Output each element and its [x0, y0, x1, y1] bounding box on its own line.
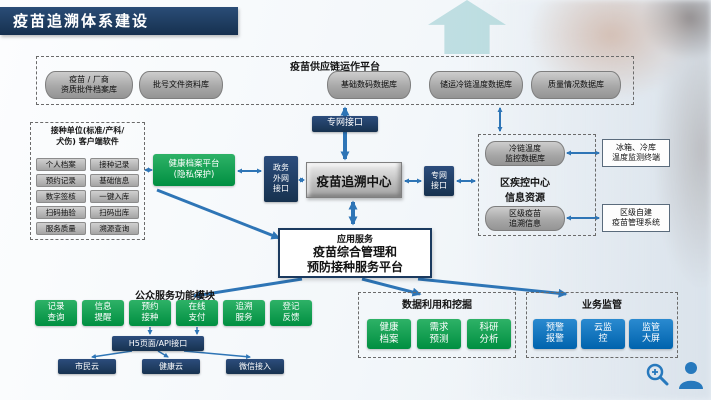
data-mining-group: 数据利用和挖掘 健康 档案 需求 预测 科研 分析 [358, 292, 516, 358]
channel-health-cloud: 健康云 [142, 359, 200, 374]
supervision-module: 监管 大屏 [629, 319, 673, 349]
public-service-module: 预约 接种 [129, 300, 171, 326]
db-cylinder-base-code: 基础数码数据库 [327, 71, 411, 99]
h5-api-interface: H5页面/API接口 [112, 336, 204, 351]
supervision-title: 业务监管 [582, 300, 622, 311]
fridge-temp-terminal: 冰箱、冷库 温度监测终端 [602, 139, 670, 167]
channel-citizen-cloud: 市民云 [58, 359, 116, 374]
supervision-module: 预警 报警 [533, 319, 577, 349]
supervision-module: 云监 控 [581, 319, 625, 349]
client-module: 扫码抽验 [36, 206, 86, 219]
supervision-group: 业务监管 预警 报警 云监 控 监管 大屏 [526, 292, 678, 358]
db-cylinder-batch-files: 批号文件资料库 [139, 71, 223, 99]
public-service-title: 公众服务功能模块 [135, 291, 215, 302]
client-module: 数字签核 [36, 190, 86, 203]
page-title: 疫苗追溯体系建设 [0, 7, 238, 35]
private-network-interface-top: 专网接口 [312, 116, 378, 132]
client-module: 扫码出库 [89, 206, 139, 219]
client-module: 个人档案 [36, 158, 86, 171]
application-service-subtitle: 应用服务 [336, 235, 373, 245]
private-network-interface-right: 专网 接口 [424, 166, 454, 196]
channel-wechat-access: 微信接入 [226, 359, 284, 374]
magnifier-icon [646, 363, 669, 386]
client-module: 溯源查询 [89, 222, 139, 235]
district-self-built-system: 区级自建 疫苗管理系统 [602, 204, 670, 232]
client-module: 接种记录 [89, 158, 139, 171]
vaccination-client-group: 接种单位(标准/产科/ 犬伤) 客户端软件 个人档案 接种记录 预约记录 基础信… [30, 122, 145, 240]
client-module-grid: 个人档案 接种记录 预约记录 基础信息 数字签核 一键入库 扫码抽验 扫码出库 … [36, 158, 139, 235]
data-mining-module: 科研 分析 [467, 319, 511, 349]
data-mining-module: 需求 预测 [417, 319, 461, 349]
district-cdc-title: 区疾控中心 信息资源 [500, 178, 550, 204]
client-module: 服务质量 [36, 222, 86, 235]
db-cylinder-district-trace: 区级疫苗 追溯信息 [485, 206, 565, 231]
client-module: 一键入库 [89, 190, 139, 203]
public-service-module: 追溯 服务 [223, 300, 265, 326]
vaccination-client-title: 接种单位(标准/产科/ 犬伤) 客户端软件 [50, 126, 125, 146]
client-module: 预约记录 [36, 174, 86, 187]
district-cdc-group: 区疾控中心 信息资源 冷链温度 监控数据库 区级疫苗 追溯信息 [478, 134, 596, 236]
application-service-platform: 应用服务 疫苗综合管理和 预防接种服务平台 [278, 228, 432, 278]
health-archive-platform: 健康档案平台 (隐私保护) [153, 154, 235, 186]
db-cylinder-cold-chain-monitor: 冷链温度 监控数据库 [485, 141, 565, 166]
data-mining-title: 数据利用和挖掘 [402, 300, 472, 311]
supply-chain-platform-group: 疫苗供应链运作平台 疫苗 / 厂商 资质批件档案库 批号文件资料库 基础数码数据… [36, 56, 634, 105]
page-title-text: 疫苗追溯体系建设 [13, 12, 150, 30]
application-service-title: 疫苗综合管理和 预防接种服务平台 [306, 245, 403, 274]
supply-chain-title: 疫苗供应链运作平台 [290, 62, 380, 73]
person-icon [679, 362, 703, 389]
db-cylinder-quality: 质量情况数据库 [531, 71, 621, 99]
db-cylinder-vendor-files: 疫苗 / 厂商 资质批件档案库 [45, 71, 133, 99]
public-service-module: 登记 反馈 [270, 300, 312, 326]
public-service-module: 记录 查询 [35, 300, 77, 326]
vaccine-trace-center: 疫苗追溯中心 [306, 162, 402, 198]
client-module: 基础信息 [89, 174, 139, 187]
data-mining-module: 健康 档案 [367, 319, 411, 349]
public-service-module: 在线 支付 [176, 300, 218, 326]
public-service-module: 信息 提醒 [82, 300, 124, 326]
db-cylinder-cold-chain-temp: 储运冷链温度数据库 [429, 71, 523, 99]
gov-external-network-interface: 政务 外网 接口 [264, 156, 298, 202]
